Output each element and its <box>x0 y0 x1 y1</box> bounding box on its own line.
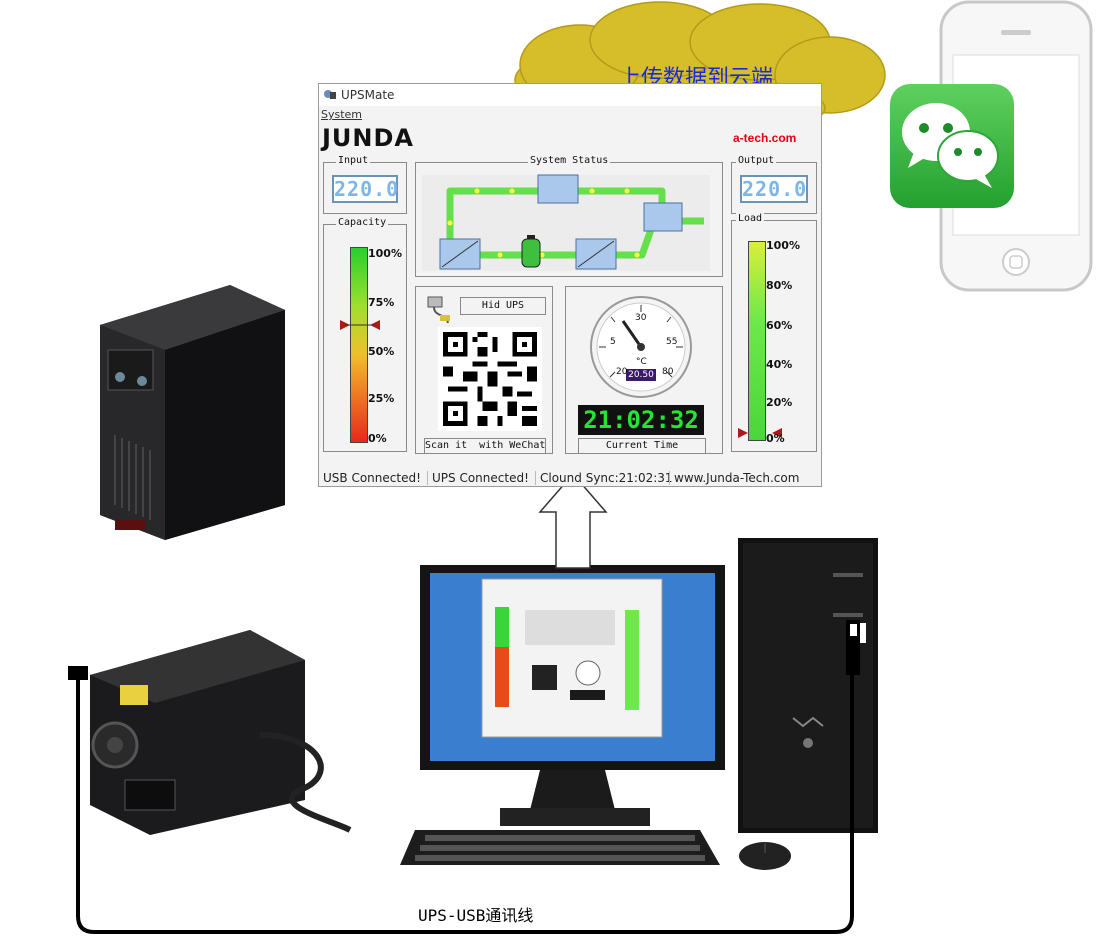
status-cloud-sync: Clound Sync:21:02:31 <box>535 471 673 485</box>
hid-ups-label: Hid UPS <box>460 297 546 315</box>
qr-caption: Scan it with WeChat <box>424 438 546 454</box>
load-tick-40: 40% <box>766 358 792 371</box>
status-usb: USB Connected! <box>319 471 421 485</box>
window-titlebar: UPSMate <box>319 84 821 106</box>
output-voltage-display: 220.0 <box>740 175 808 203</box>
load-tick-60: 60% <box>766 319 792 332</box>
system-status-diagram <box>422 173 717 273</box>
cable-label: UPS-USB通讯线 <box>418 902 533 926</box>
status-bar: USB Connected! UPS Connected! Clound Syn… <box>319 469 821 487</box>
gauge-tick-80: 80 <box>662 367 673 377</box>
gauge-unit: °C <box>636 357 647 367</box>
output-title: Output <box>736 155 776 166</box>
qr-frame: Hid UPS Scan it with WeChat <box>415 286 553 454</box>
capacity-tick-0: 0% <box>368 432 387 445</box>
junda-logo: JUNDA <box>322 124 414 152</box>
capacity-frame: Capacity 100% 75% 50% 25% 0% <box>323 224 407 452</box>
upsmate-window: UPSMate System JUNDA a-tech.com Input 22… <box>318 83 822 487</box>
system-status-title: System Status <box>528 155 610 166</box>
capacity-tick-75: 75% <box>368 296 394 309</box>
gauge-tick-55: 55 <box>666 337 677 347</box>
window-title: UPSMate <box>341 88 394 102</box>
input-title: Input <box>336 155 370 166</box>
site-url-red: a-tech.com <box>733 131 796 145</box>
wechat-icon <box>888 82 1016 210</box>
status-ups: UPS Connected! <box>427 471 529 485</box>
load-tick-100: 100% <box>766 239 800 252</box>
gauge-value: 20.50 <box>626 370 656 380</box>
app-icon <box>323 88 337 101</box>
input-voltage-display: 220.0 <box>332 175 398 203</box>
status-website: www.Junda-Tech.com <box>669 471 799 485</box>
load-tick-20: 20% <box>766 396 792 409</box>
menu-system[interactable]: System <box>321 108 362 121</box>
temperature-gauge <box>586 295 696 399</box>
gauge-tick-5: 5 <box>610 337 616 347</box>
ups-front-illustration <box>80 255 290 545</box>
menu-bar: System <box>319 108 821 122</box>
capacity-tick-50: 50% <box>368 345 394 358</box>
load-tick-0: 0% <box>766 432 785 445</box>
input-frame: Input 220.0 <box>323 162 407 214</box>
capacity-tick-100: 100% <box>368 247 402 260</box>
system-status-frame: System Status <box>415 162 723 277</box>
usb-plug-icon <box>422 293 454 325</box>
clock-caption: Current Time <box>578 438 706 454</box>
qr-code <box>438 327 542 431</box>
gauge-tick-30: 30 <box>635 313 646 323</box>
output-frame: Output 220.0 <box>731 162 817 214</box>
gauge-frame: 30 5 55 20 80 °C 20.50 21:02:32 Current … <box>565 286 723 454</box>
digital-clock: 21:02:32 <box>578 405 704 435</box>
load-frame: Load 100% 80% 60% 40% 20% 0% <box>731 220 817 452</box>
load-markers <box>738 221 782 451</box>
capacity-tick-25: 25% <box>368 392 394 405</box>
load-tick-80: 80% <box>766 279 792 292</box>
usb-cable-line <box>60 600 880 940</box>
